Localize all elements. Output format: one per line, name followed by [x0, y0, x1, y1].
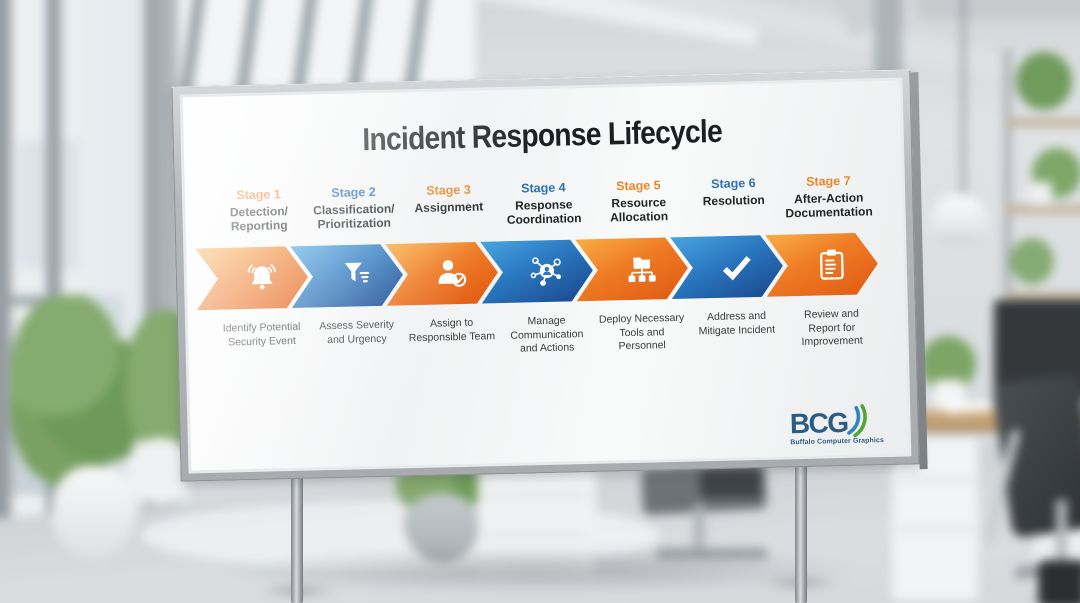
stage-header: Stage 6 Resolution — [686, 175, 782, 208]
stage-label: Stage 3 — [426, 182, 471, 198]
stage-header: Stage 4 Response Coordination — [496, 180, 592, 228]
stage-description: Address and Mitigate Incident — [698, 310, 776, 337]
stage-header: Stage 3 Assignment — [401, 182, 497, 215]
stage-description: Review and Report for Improvement — [801, 307, 863, 348]
window-sill — [0, 296, 60, 305]
stage-label: Stage 6 — [710, 176, 756, 192]
ceiling-pipe — [915, 0, 1080, 20]
stage-name: Detection/ Reporting — [229, 204, 289, 234]
bcg-logo: BCG Buffalo Computer Graphics — [789, 404, 884, 446]
stage-label: Stage 5 — [616, 178, 661, 194]
stage-label: Stage 1 — [236, 187, 281, 203]
stage-description: Assign to Responsible Team — [408, 317, 496, 344]
chevron-stage-4 — [480, 239, 593, 304]
pendant-lamp-cord — [962, 0, 965, 200]
board-shadow — [205, 546, 865, 594]
sitemap-folder-icon — [623, 251, 660, 288]
chevron-stage-3 — [385, 241, 498, 306]
chevron-stage-2 — [290, 244, 403, 309]
floor-plant — [10, 295, 140, 485]
plant-pot — [404, 494, 480, 562]
chevron-stage-6 — [670, 235, 783, 300]
chevron-stage-7 — [765, 232, 878, 297]
board-leg — [291, 472, 303, 603]
presentation-board: Incident Response Lifecycle Stage 1 Dete… — [171, 69, 920, 482]
stage-label: Stage 7 — [805, 173, 851, 189]
pendant-lamp — [929, 194, 989, 244]
chevron-arrow-row — [195, 232, 904, 311]
stage-description: Identify Potential Security Event — [222, 321, 301, 349]
upper-windows — [179, 0, 475, 93]
stage-label: Stage 4 — [521, 180, 566, 196]
stage-name: Response Coordination — [506, 197, 582, 228]
shelf-unit — [1004, 50, 1011, 350]
board-leg — [795, 461, 807, 603]
infographic-poster: Incident Response Lifecycle Stage 1 Dete… — [182, 80, 909, 471]
drawer-cabinet — [892, 438, 978, 600]
checkmark-icon — [718, 248, 755, 285]
stage-header: Stage 7 After-Action Documentation — [781, 173, 877, 221]
stage-name: Assignment — [414, 199, 484, 216]
clipboard-icon — [813, 246, 850, 283]
shelf-box — [1028, 182, 1052, 206]
stage-header-row: Stage 1 Detection/ Reporting Stage 2 Cla… — [211, 173, 903, 235]
assigned-person-icon — [434, 255, 471, 292]
network-hub-icon — [528, 253, 565, 290]
shelf-plant — [1016, 52, 1072, 110]
stage-label: Stage 2 — [331, 184, 376, 201]
stage-name: Classification/ Prioritization — [313, 201, 395, 232]
drawer-cabinet — [478, 464, 596, 576]
chevron-stage-1 — [195, 246, 308, 311]
stage-name: Resolution — [702, 192, 765, 209]
page-title: Incident Response Lifecycle — [361, 112, 723, 158]
plant-pot — [52, 466, 136, 558]
stage-description: Assess Severity and Urgency — [319, 318, 395, 346]
bcg-logo-swoosh-icon — [847, 404, 867, 438]
alarm-bell-icon — [244, 260, 281, 297]
stage-description: Manage Communication and Actions — [510, 314, 584, 355]
stage-name: Resource Allocation — [609, 195, 669, 225]
stage-header: Stage 2 Classification/ Prioritization — [306, 184, 402, 232]
stage-description-row: Identify Potential Security Event Assess… — [214, 307, 906, 363]
stage-name: After-Action Documentation — [785, 190, 873, 221]
bcg-logo-text: BCG — [789, 406, 848, 440]
chevron-stage-5 — [575, 237, 688, 302]
shelf-plant — [1010, 238, 1054, 284]
stage-header: Stage 5 Resource Allocation — [591, 178, 687, 226]
stage-header: Stage 1 Detection/ Reporting — [211, 187, 307, 235]
stage-description: Deploy Necessary Tools and Personnel — [598, 312, 685, 353]
filter-funnel-icon — [339, 257, 376, 294]
